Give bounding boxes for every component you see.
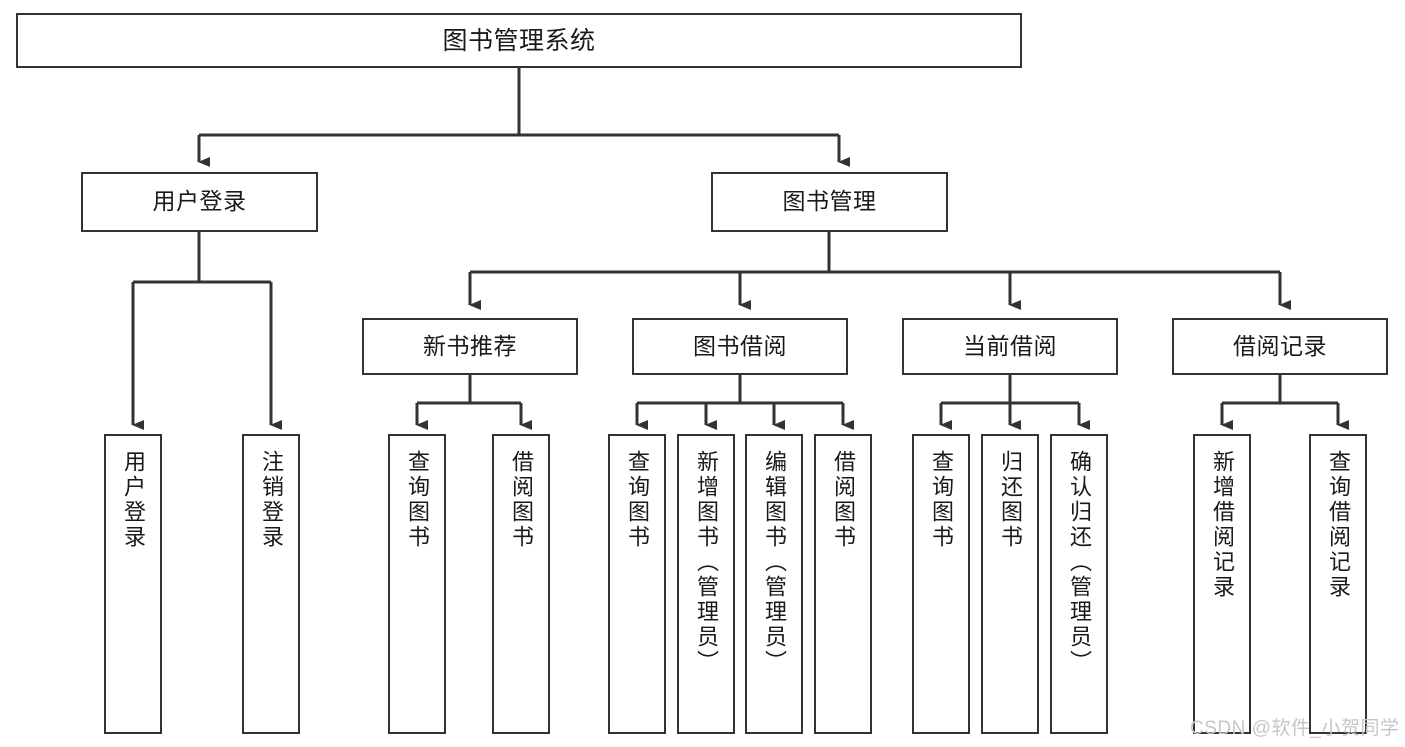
node-leaf-borrow-book-2[interactable]: 借阅图书: [814, 434, 872, 734]
node-leaf-add-book[interactable]: 新增图书（管理员）: [677, 434, 735, 734]
node-book-management-label: 图书管理: [782, 188, 877, 215]
node-leaf-query-record-label: 查询借阅记录: [1326, 450, 1351, 600]
node-leaf-query-book-3-label: 查询图书: [929, 450, 954, 550]
node-current-borrow-label: 当前借阅: [963, 332, 1057, 359]
node-leaf-borrow-book-1[interactable]: 借阅图书: [492, 434, 550, 734]
node-leaf-edit-book-label: 编辑图书（管理员）: [762, 450, 787, 675]
node-current-borrow[interactable]: 当前借阅: [902, 318, 1118, 375]
node-leaf-query-book-1-label: 查询图书: [405, 450, 430, 550]
node-leaf-query-record[interactable]: 查询借阅记录: [1309, 434, 1367, 734]
node-leaf-query-book-2[interactable]: 查询图书: [608, 434, 666, 734]
node-new-book-recommend-label: 新书推荐: [423, 332, 517, 359]
node-root-system[interactable]: 图书管理系统: [16, 13, 1022, 68]
node-leaf-edit-book[interactable]: 编辑图书（管理员）: [745, 434, 803, 734]
node-leaf-add-record[interactable]: 新增借阅记录: [1193, 434, 1251, 734]
node-leaf-query-book-3[interactable]: 查询图书: [912, 434, 970, 734]
node-leaf-query-book-1[interactable]: 查询图书: [388, 434, 446, 734]
node-leaf-borrow-book-2-label: 借阅图书: [831, 450, 856, 550]
node-book-borrow[interactable]: 图书借阅: [632, 318, 848, 375]
node-book-management[interactable]: 图书管理: [711, 172, 948, 232]
node-leaf-return-book[interactable]: 归还图书: [981, 434, 1039, 734]
node-new-book-recommend[interactable]: 新书推荐: [362, 318, 578, 375]
node-root-label: 图书管理系统: [442, 26, 596, 55]
node-leaf-confirm-return-label: 确认归还（管理员）: [1067, 450, 1092, 675]
node-leaf-add-record-label: 新增借阅记录: [1210, 450, 1235, 600]
node-user-login[interactable]: 用户登录: [81, 172, 318, 232]
node-book-borrow-label: 图书借阅: [693, 332, 787, 359]
node-leaf-logout-login[interactable]: 注销登录: [242, 434, 300, 734]
node-leaf-borrow-book-1-label: 借阅图书: [509, 450, 534, 550]
node-leaf-return-book-label: 归还图书: [998, 450, 1023, 550]
node-borrow-record[interactable]: 借阅记录: [1172, 318, 1388, 375]
node-leaf-logout-login-label: 注销登录: [259, 450, 284, 550]
node-leaf-user-login-label: 用户登录: [121, 450, 146, 550]
node-user-login-label: 用户登录: [152, 188, 247, 215]
node-leaf-query-book-2-label: 查询图书: [625, 450, 650, 550]
node-leaf-confirm-return[interactable]: 确认归还（管理员）: [1050, 434, 1108, 734]
node-leaf-user-login[interactable]: 用户登录: [104, 434, 162, 734]
node-borrow-record-label: 借阅记录: [1233, 332, 1327, 359]
node-leaf-add-book-label: 新增图书（管理员）: [694, 450, 719, 675]
